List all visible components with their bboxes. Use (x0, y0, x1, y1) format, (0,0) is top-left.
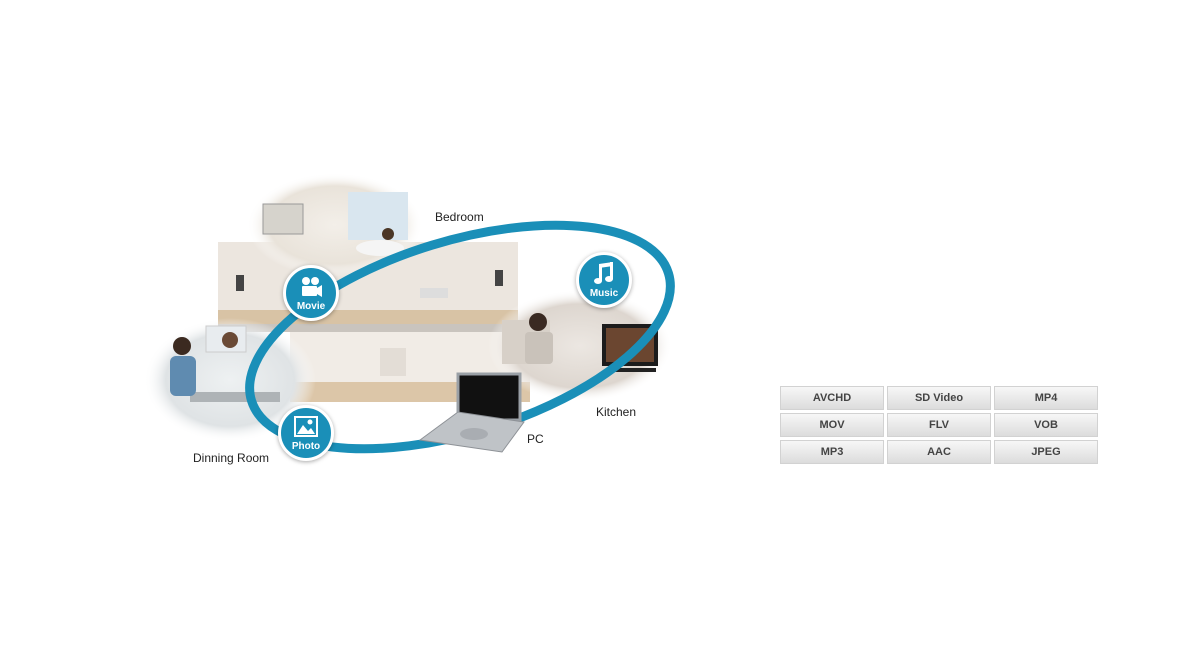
home-network-illustration: Movie Music Photo (140, 170, 680, 470)
format-cell: AAC (887, 440, 991, 464)
laptop (418, 372, 525, 453)
photo-badge[interactable]: Photo (278, 405, 334, 461)
house-scene (144, 173, 675, 454)
movie-label: Movie (296, 301, 326, 312)
movie-camera-icon (286, 274, 336, 300)
format-cell: JPEG (994, 440, 1098, 464)
dining-scene (144, 318, 316, 442)
movie-badge[interactable]: Movie (283, 265, 339, 321)
picture-icon (281, 414, 331, 440)
format-cell: VOB (994, 413, 1098, 437)
music-note-icon (579, 261, 629, 287)
music-badge[interactable]: Music (576, 252, 632, 308)
format-cell: MP4 (994, 386, 1098, 410)
format-cell: SD Video (887, 386, 991, 410)
kitchen-label: Kitchen (596, 405, 637, 419)
bedroom-label: Bedroom (435, 210, 484, 224)
bedroom-scene (247, 173, 423, 277)
format-cell: AVCHD (780, 386, 884, 410)
format-cell: MOV (780, 413, 884, 437)
format-cell: MP3 (780, 440, 884, 464)
pc-label: PC (527, 432, 544, 446)
format-cell: FLV (887, 413, 991, 437)
supported-formats-grid: AVCHD SD Video MP4 MOV FLV VOB MP3 AAC J… (780, 386, 1098, 464)
photo-label: Photo (291, 441, 321, 452)
dining-label: Dinning Room (193, 451, 270, 465)
music-label: Music (589, 288, 619, 299)
